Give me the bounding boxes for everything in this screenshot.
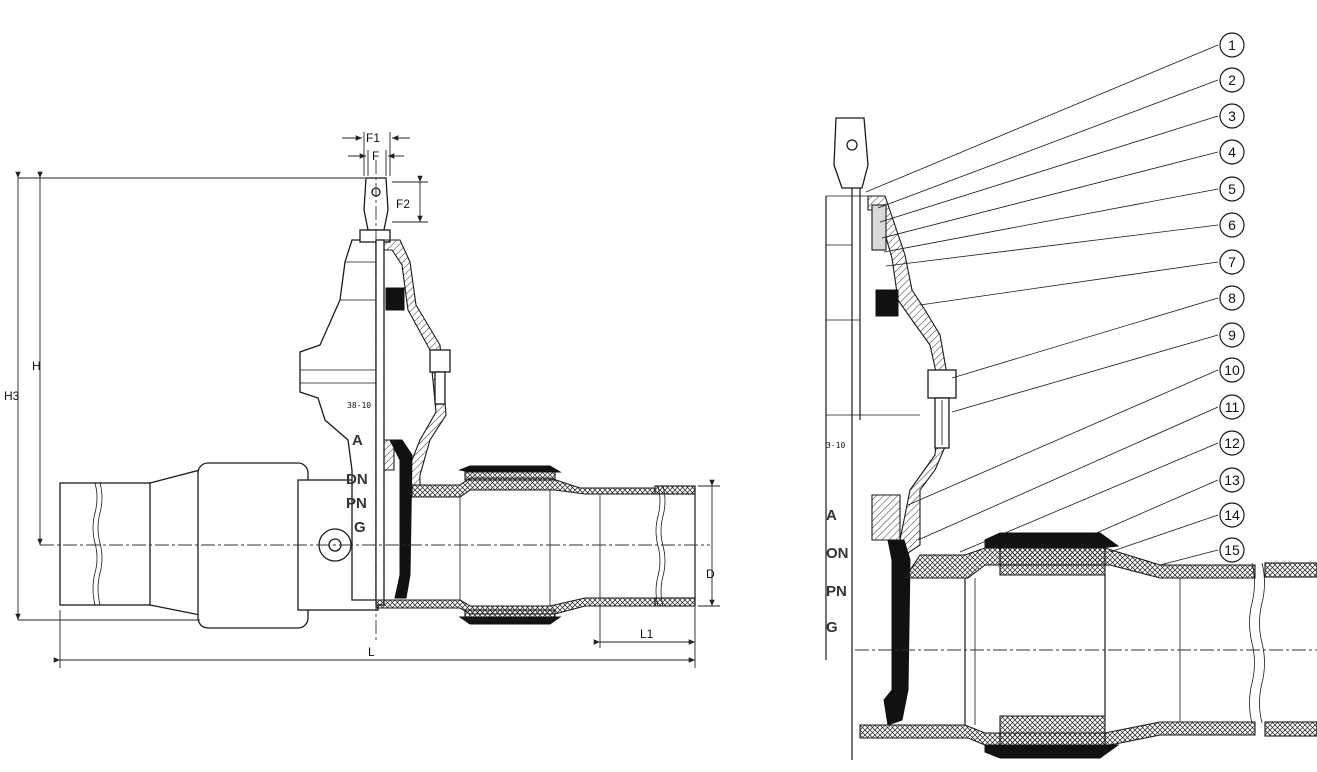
left-socket [197,462,309,629]
detail-coupling-bottom [984,744,1120,759]
detail-g-mark: G [826,619,838,636]
pn-mark: PN [346,495,367,512]
detail-logo-mark: A [826,507,837,524]
valve-body-left-half [299,239,377,601]
logo-mark: A [352,432,363,449]
outlet-top-wall [411,477,656,498]
detail-dn-mark: ON [826,545,849,562]
code-mark: 38-10 [347,401,371,410]
callout-10: 10 [1224,362,1240,378]
callout-15: 15 [1224,542,1240,558]
detail-wedge [883,539,911,726]
h-label: H [32,359,41,373]
detail-code-mark: 3-10 [826,441,845,450]
f2-label: F2 [396,197,410,211]
coupling-top-seal [458,465,562,473]
f1-label: F1 [366,131,380,145]
detail-seal [875,289,899,317]
seal-block [385,287,405,311]
left-pipe-break [92,482,98,606]
spindle [375,239,385,606]
callout-8: 8 [1228,290,1236,306]
callout-6: 6 [1228,217,1236,233]
callout-circles: 1 2 3 4 5 6 7 8 9 10 11 12 13 14 15 [1219,32,1245,563]
callout-9: 9 [1228,327,1236,343]
callout-5: 5 [1228,181,1236,197]
callout-12: 12 [1224,435,1240,451]
left-elevation-view: A DN PN G 38-10 H3 H L L1 D F1 [4,131,720,668]
l1-label: L1 [640,627,654,641]
l-label: L [368,645,375,659]
callout-14: 14 [1224,507,1240,523]
bonnet-bolt-head [429,349,451,373]
detail-bolt-head [927,369,957,399]
dn-mark: DN [346,471,368,488]
right-section-detail: 3-10 A ON PN G 1 2 3 4 [825,32,1317,760]
wedge [389,439,413,599]
callout-7: 7 [1228,254,1236,270]
d-label: D [706,567,715,581]
detail-spindle-cap [833,117,869,189]
callout-3: 3 [1228,108,1236,124]
f-label: F [372,149,379,163]
h3-label: H3 [4,389,20,403]
g-mark: G [354,519,366,536]
callout-2: 2 [1228,72,1236,88]
detail-pn-mark: PN [826,583,847,600]
callout-leaders [865,44,1219,566]
callout-13: 13 [1224,472,1240,488]
callout-11: 11 [1225,399,1240,415]
detail-coupling-top [984,532,1120,549]
callout-1: 1 [1228,37,1236,53]
callout-4: 4 [1228,144,1236,160]
